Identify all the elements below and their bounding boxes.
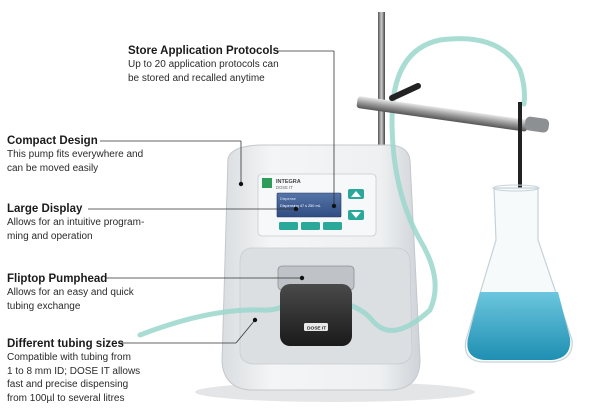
soft-key-2[interactable] [301,222,320,230]
pumphead[interactable] [280,284,352,346]
callout-desc: This pump fits everywhere and can be mov… [7,149,144,174]
callout-store-protocols: Store Application Protocols Up to 20 app… [128,44,328,85]
callout-compact-design: Compact Design This pump fits everywhere… [7,134,167,175]
callout-title: Compact Design [7,135,98,147]
brand-label: INTEGRA [276,179,301,185]
arrow-up-icon [351,191,361,197]
callout-desc: Up to 20 application protocols can be st… [128,59,279,84]
leader-tubing-rise [235,319,256,344]
flask-liquid [467,292,571,360]
callout-title: Fliptop Pumphead [7,273,108,285]
callout-large-display: Large Display Allows for an intuitive pr… [7,202,177,243]
leader-tubing-dot [252,317,258,323]
tubing-outlet [327,36,527,333]
callout-fliptop-pumphead: Fliptop Pumphead Allows for an easy and … [7,272,167,313]
model-label: DOSE IT [276,185,293,190]
stand-rod [378,12,385,174]
screen-line-2: Dispensing 47 s 250 mL [280,204,321,208]
soft-key-3[interactable] [323,222,342,230]
pumphead-label: DOSE IT [307,326,326,332]
callout-title: Store Application Protocols [128,45,280,57]
clamp-knob [524,116,550,133]
callout-tubing-sizes: Different tubing sizes Compatible with t… [7,337,177,405]
callout-title: Large Display [7,203,83,215]
leader-flip-dot [299,275,305,281]
leader-store-dot [331,203,337,209]
callout-desc: Allows for an intuitive program- ming an… [7,217,145,242]
integra-logo-mark [262,178,272,188]
display-screen [276,192,342,218]
dispense-nozzle [518,102,522,188]
clamp-lever [389,83,421,101]
callout-desc: Compatible with tubing from 1 to 8 mm ID… [7,352,141,404]
screen-line-1: Dispense [280,197,296,201]
leader-compact-dot [238,181,244,187]
callout-desc: Allows for an easy and quick tubing exch… [7,287,134,312]
soft-key-1[interactable] [279,222,298,230]
leader-display-dot [293,206,299,212]
arrow-down-icon [351,212,361,218]
pumphead-badge [304,323,328,331]
clamp-arm [356,96,528,132]
callout-title: Different tubing sizes [7,338,124,350]
flask-rim [492,184,540,192]
